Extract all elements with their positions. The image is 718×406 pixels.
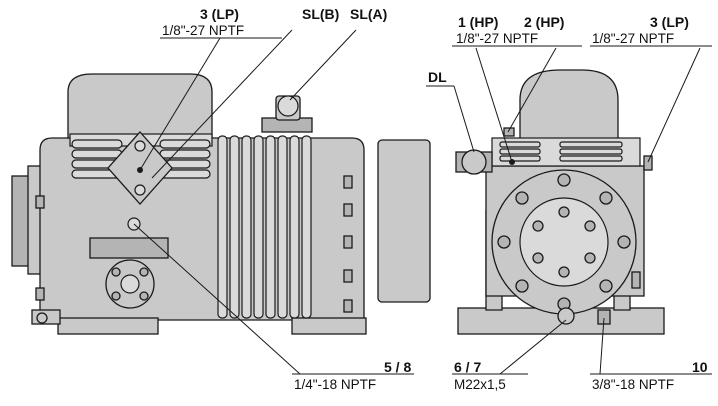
- suction-valve-cap: [277, 95, 299, 117]
- leader-lines: [133, 29, 712, 375]
- sight-glass-center: [120, 274, 140, 294]
- sla-label: SL(A): [350, 6, 388, 22]
- hp1-spec: 1/8"-27 NPTF: [456, 31, 539, 46]
- hp-port-2: [503, 127, 515, 137]
- front-fins: [499, 141, 623, 162]
- p67-title: 6 / 7: [454, 359, 482, 375]
- front-bolt-ring-inner: [532, 206, 596, 278]
- p58-title: 5 / 8: [384, 359, 412, 375]
- dl-label: DL: [428, 69, 447, 85]
- cylinder-head: [67, 73, 213, 139]
- lp-right-title: 3 (LP): [650, 14, 689, 30]
- lp-left-spec: 1/8"-27 NPTF: [162, 23, 245, 38]
- mount-bolt: [36, 312, 48, 324]
- motor-ribs: [217, 135, 312, 319]
- base-foot-left: [57, 317, 159, 335]
- hp2-title: 2 (HP): [524, 14, 565, 30]
- slb-label: SL(B): [302, 6, 340, 22]
- p58-spec: 1/4"-18 NPTF: [294, 377, 377, 392]
- motor-end-cover: [377, 139, 431, 303]
- oil-drain-6-7: [557, 307, 575, 325]
- lp-right-spec: 1/8"-27 NPTF: [592, 31, 675, 46]
- front-view: [455, 69, 665, 335]
- flange-bolt-top: [134, 140, 146, 152]
- discharge-valve-cap: [461, 149, 487, 175]
- hp1-title: 1 (HP): [458, 14, 499, 30]
- p10-title: 10: [692, 359, 708, 375]
- lp-port-right: [643, 155, 653, 171]
- flange-bolt-bottom: [134, 184, 146, 196]
- front-cylinder-head: [519, 69, 619, 143]
- nameplate: [89, 237, 169, 259]
- front-bearing-cover: [519, 197, 609, 287]
- front-bolt-ring-outer: [497, 173, 631, 311]
- side-bolts: [35, 175, 353, 313]
- base-foot-right: [291, 317, 367, 335]
- p10-spec: 3/8"-18 NPTF: [592, 377, 675, 392]
- p67-spec: M22x1,5: [454, 377, 506, 392]
- side-view: [11, 73, 431, 335]
- lp-left-title: 3 (LP): [200, 6, 239, 22]
